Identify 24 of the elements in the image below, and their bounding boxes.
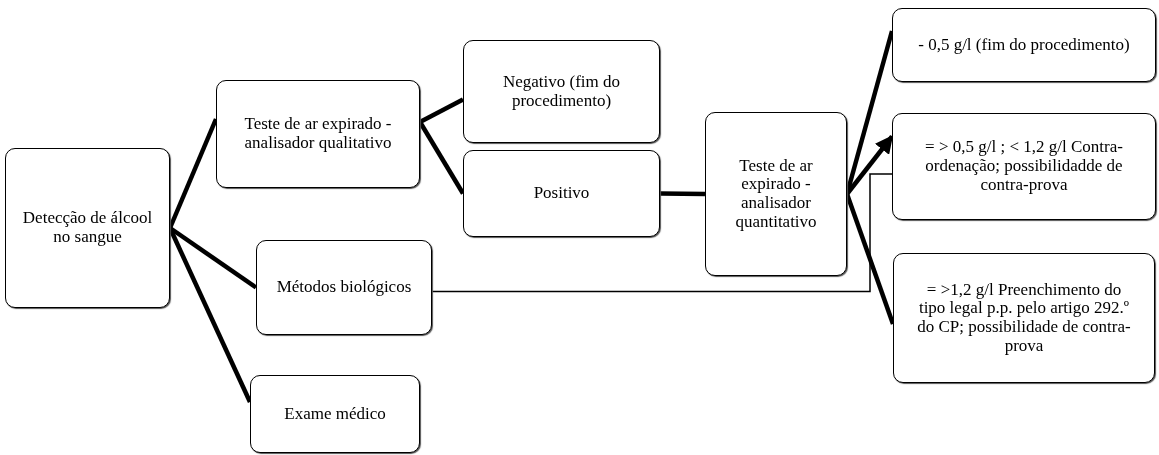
process-box xyxy=(463,150,660,237)
box-label: = >1,2 g/l Preenchimento do tipo legal p.p. pelo artigo 292.º do CP; possibilidade de contra-prova xyxy=(916,280,1132,356)
box-label: Teste de ar expirado - analisador qualitativo xyxy=(243,115,393,153)
process-box xyxy=(216,80,420,188)
box-label: = > 0,5 g/l ; < 1,2 g/l Contra-ordenação; possibilidadde de contra-prova xyxy=(924,138,1124,195)
process-box xyxy=(892,8,1156,82)
box-label: Exame médico xyxy=(284,404,386,424)
box-label: Teste de ar expirado - analisador quantitativo xyxy=(734,156,818,232)
connector-line xyxy=(431,173,893,293)
process-box xyxy=(5,148,170,308)
box-label: Positivo xyxy=(533,184,590,203)
box-label: Negativo (fim do procedimento) xyxy=(501,72,622,111)
box-label: - 0,5 g/l (fim do procedimento) xyxy=(918,35,1130,55)
process-box xyxy=(892,113,1156,220)
box-label: Métodos biológicos xyxy=(276,278,412,297)
process-box xyxy=(705,112,847,276)
connector-line xyxy=(418,97,465,124)
process-box xyxy=(463,40,660,143)
process-box xyxy=(256,240,432,335)
process-box xyxy=(893,253,1155,383)
box-label: Detecção de álcool no sangue xyxy=(21,209,154,247)
connector-line xyxy=(659,191,706,197)
connector-line xyxy=(418,120,465,195)
process-box xyxy=(250,375,420,453)
